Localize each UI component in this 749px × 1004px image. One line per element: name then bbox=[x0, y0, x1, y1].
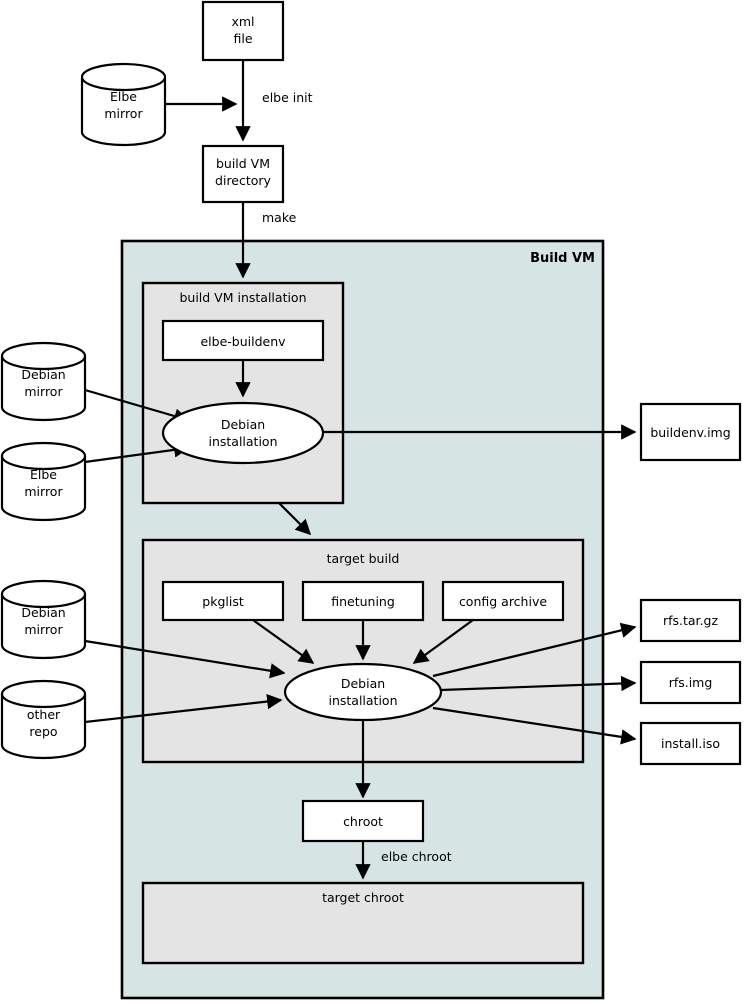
node-rfs-tar-gz: rfs.tar.gz bbox=[639, 598, 742, 643]
debian-installation-lower-label-line1: Debian bbox=[341, 676, 385, 691]
elbe-mirror-top-label-line1: Elbe bbox=[110, 89, 137, 104]
edge-debianinstall-to-rfsimg bbox=[440, 675, 637, 692]
node-build-vm-directory: build VM directory bbox=[201, 144, 285, 204]
build-vm-label: Build VM bbox=[530, 251, 595, 266]
debian-mirror-lower-label-line2: mirror bbox=[24, 622, 63, 637]
node-debian-mirror-upper: Debian mirror bbox=[0, 341, 87, 422]
node-elbe-mirror-top: Elbe mirror bbox=[80, 62, 167, 147]
target-build-label: target build bbox=[327, 551, 400, 566]
edge-label-make: make bbox=[262, 210, 297, 225]
rfs-tar-gz-label: rfs.tar.gz bbox=[663, 613, 718, 628]
other-repo-label-line2: repo bbox=[29, 724, 57, 739]
elbe-mirror-mid-label-line1: Elbe bbox=[30, 467, 57, 482]
node-debian-mirror-lower: Debian mirror bbox=[0, 579, 87, 660]
node-chroot: chroot bbox=[301, 799, 425, 843]
edge-debianmirror-to-debianinstall-lower bbox=[84, 639, 286, 679]
xml-file-label-line1: xml bbox=[231, 14, 254, 29]
node-config-archive: config archive bbox=[441, 580, 565, 622]
node-finetuning: finetuning bbox=[301, 580, 425, 622]
node-pkglist: pkglist bbox=[161, 580, 285, 622]
xml-file-label-line2: file bbox=[233, 31, 252, 46]
node-rfs-img: rfs.img bbox=[639, 660, 742, 705]
build-vm-directory-label-line1: build VM bbox=[216, 156, 270, 171]
other-repo-label-line1: other bbox=[27, 707, 61, 722]
node-elbe-mirror-mid: Elbe mirror bbox=[0, 441, 87, 522]
finetuning-label: finetuning bbox=[331, 594, 395, 609]
debian-installation-lower-label-line2: installation bbox=[328, 693, 397, 708]
debian-mirror-upper-label-line2: mirror bbox=[24, 384, 63, 399]
edge-label-elbe-chroot: elbe chroot bbox=[381, 849, 452, 864]
chroot-label: chroot bbox=[343, 814, 383, 829]
build-vm-installation-label: build VM installation bbox=[179, 290, 306, 305]
buildenv-img-label: buildenv.img bbox=[650, 425, 730, 440]
edge-pkglist-to-debianinstall-lower bbox=[252, 619, 315, 664]
debian-mirror-lower-label-line1: Debian bbox=[21, 605, 65, 620]
elbe-mirror-mid-label-line2: mirror bbox=[24, 484, 63, 499]
config-archive-label: config archive bbox=[459, 594, 547, 609]
node-elbe-buildenv: elbe-buildenv bbox=[161, 319, 325, 362]
build-vm-directory-label-line2: directory bbox=[215, 173, 272, 188]
elbe-mirror-top-label-line2: mirror bbox=[104, 106, 143, 121]
edge-buildvminstallation-to-targetbuild bbox=[278, 502, 312, 536]
elbe-buildenv-label: elbe-buildenv bbox=[200, 334, 286, 349]
debian-installation-upper-label-line2: installation bbox=[208, 434, 277, 449]
node-buildenv-img: buildenv.img bbox=[639, 402, 742, 462]
edge-debianinstall-to-installiso bbox=[432, 706, 637, 745]
target-chroot-label: target chroot bbox=[322, 890, 404, 905]
debian-mirror-upper-label-line1: Debian bbox=[21, 367, 65, 382]
node-debian-installation-lower: Debian installation bbox=[283, 662, 443, 722]
node-debian-installation-upper: Debian installation bbox=[161, 401, 325, 465]
node-xml-file: xml file bbox=[201, 0, 285, 62]
node-install-iso: install.iso bbox=[639, 721, 742, 766]
edge-debianmirror-to-debianinstall-upper bbox=[84, 388, 190, 424]
edge-configarchive-to-debianinstall-lower bbox=[412, 619, 474, 664]
install-iso-label: install.iso bbox=[661, 736, 720, 751]
edge-otherrepo-to-debianinstall-lower bbox=[84, 693, 283, 724]
pkglist-label: pkglist bbox=[202, 594, 244, 609]
target-chroot-group bbox=[141, 881, 585, 965]
edge-elbemirror-to-debianinstall-upper bbox=[84, 442, 190, 464]
edge-label-elbe-init: elbe init bbox=[262, 90, 313, 105]
debian-installation-upper-label-line1: Debian bbox=[221, 417, 265, 432]
edge-debianinstall-to-rfstargz bbox=[432, 622, 637, 678]
node-other-repo: other repo bbox=[0, 679, 87, 760]
rfs-img-label: rfs.img bbox=[669, 675, 713, 690]
